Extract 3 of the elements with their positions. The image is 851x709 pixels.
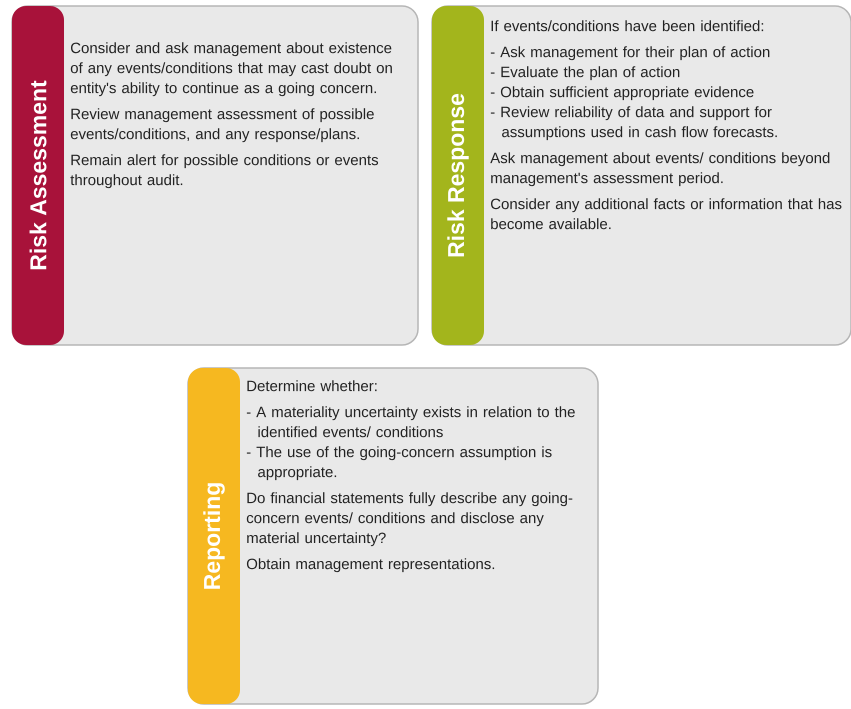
card: Reporting Determine whether: - A materiality uncertainty exists in relation to the identified events/ conditions - The use of the going-concern assumption is appropriate. Do financial statements fully describe any going-concern events/ conditions and disclose any material uncertainty? Obtain management representations. <box>187 367 599 705</box>
card: Risk Assessment Consider and ask management about existence of any events/conditions that may cast doubt on entity's ability to continue as a going concern. Review management assessment of possible events/conditions, and any response/plans. Remain alert for possible conditions or events throughout audit. <box>11 5 419 346</box>
card: Risk Response If events/conditions have been identified: - Ask management for their plan of action - Evaluate the plan of action - Obtain sufficient appropriate evidence - Review reliability of data and support for assumptions used in cash flow forecasts. Ask management about events/ conditions beyond management's assessment period. Consider any additional facts or information that has become available. <box>431 5 851 346</box>
